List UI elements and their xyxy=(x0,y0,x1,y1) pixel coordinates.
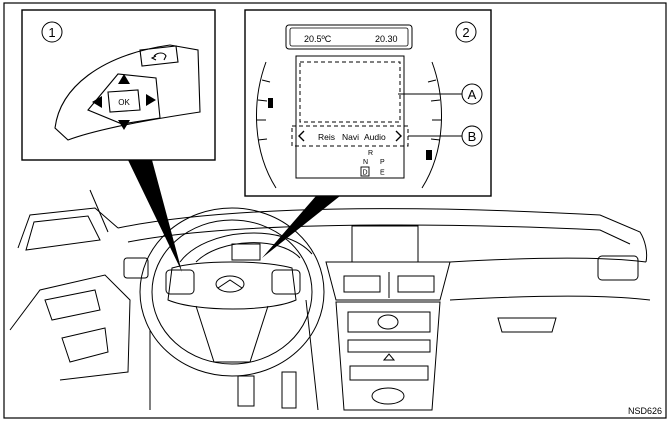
glovebox-handle xyxy=(497,317,557,333)
door-switch-panel xyxy=(61,327,109,363)
emblem-mark xyxy=(217,279,243,289)
door-panel xyxy=(9,274,131,381)
callout-b xyxy=(461,125,483,147)
gear-d-box xyxy=(360,166,370,177)
inset-two-callout xyxy=(455,21,477,43)
steering-spoke-lower xyxy=(195,305,269,363)
switch-bezel xyxy=(54,44,201,141)
steering-wheel-inner xyxy=(151,219,313,365)
back-arrow-icon xyxy=(150,52,167,61)
inset-two-number: 2 xyxy=(462,25,469,40)
ok-label: OK xyxy=(118,98,130,107)
side-mirror-window xyxy=(25,215,101,251)
callout-a xyxy=(461,83,483,105)
menu-left-chevron-icon xyxy=(298,130,305,142)
audio-panel xyxy=(347,311,431,333)
inset-one-number: 1 xyxy=(48,25,55,40)
gear-e: E xyxy=(380,170,385,177)
figure-frame xyxy=(3,2,667,419)
pillar-line xyxy=(89,189,109,233)
gear-p: P xyxy=(380,159,385,166)
callout-a-label: A xyxy=(468,87,477,102)
dash-passenger xyxy=(449,257,647,263)
a-pillar xyxy=(17,207,119,249)
right-gauge-arc xyxy=(421,61,442,189)
dash-lower-line xyxy=(449,295,651,301)
display-area-a xyxy=(299,61,401,123)
menu-right-chevron-icon xyxy=(395,130,402,142)
accelerator-pedal xyxy=(281,371,297,409)
dpad-outline xyxy=(87,73,161,125)
gear-r: R xyxy=(368,150,373,157)
hazard-button xyxy=(382,353,396,361)
dash-upper-panel xyxy=(127,224,631,245)
driver-vent xyxy=(123,257,149,279)
left-gauge-arc xyxy=(256,61,277,189)
audio-knob xyxy=(377,314,399,330)
up-arrow-icon xyxy=(118,74,130,84)
cluster-hood xyxy=(179,232,313,263)
center-vent-left xyxy=(343,275,381,293)
gauge-tick xyxy=(257,138,268,141)
gauge-needle-left xyxy=(268,98,273,108)
preset-buttons xyxy=(347,339,431,353)
clock-readout: 20.30 xyxy=(375,34,398,44)
gauge-tick xyxy=(430,99,441,102)
menu-item-reis: Reis xyxy=(318,132,335,142)
info-strip-inner xyxy=(289,27,409,47)
gear-d: D xyxy=(363,170,368,177)
right-steering-switch xyxy=(271,269,301,295)
right-arrow-icon xyxy=(146,94,156,106)
down-arrow-icon xyxy=(118,120,130,130)
inset-one-callout xyxy=(41,21,63,43)
cluster-face xyxy=(195,242,301,263)
menu-item-audio: Audio xyxy=(364,132,386,142)
center-display xyxy=(351,225,419,263)
gauge-tick xyxy=(257,99,268,102)
inset-steering-switch: 1 OK xyxy=(21,9,216,161)
gauge-needle-right xyxy=(426,150,432,160)
gear-n: N xyxy=(363,159,368,166)
menu-item-navi: Navi xyxy=(342,132,359,142)
gauge-tick xyxy=(427,79,437,83)
console-side xyxy=(305,299,319,411)
gauge-tick xyxy=(261,79,271,83)
steering-wheel-rim xyxy=(139,207,325,377)
left-steering-switch xyxy=(165,269,195,295)
left-arrow-icon xyxy=(92,96,102,108)
door-handle-area xyxy=(44,289,101,321)
vent-housing xyxy=(325,261,451,301)
display-body xyxy=(295,55,405,179)
temperature-readout: 20.5ºC xyxy=(304,34,332,44)
info-strip xyxy=(285,24,413,50)
emblem xyxy=(215,275,245,293)
pointer-to-meter xyxy=(262,196,340,258)
climate-knob xyxy=(371,387,405,405)
dashboard-illustration xyxy=(9,189,651,411)
cluster-display xyxy=(231,243,261,261)
dash-top-edge xyxy=(117,208,648,263)
passenger-vent xyxy=(597,255,639,281)
brake-pedal xyxy=(237,375,255,407)
ok-button xyxy=(107,89,141,113)
figure-code: NSD626 xyxy=(628,406,662,416)
climate-panel xyxy=(349,365,429,381)
center-vent-right xyxy=(397,275,435,293)
steering-hub xyxy=(167,261,297,310)
gauge-tick xyxy=(430,138,441,141)
inset-meter-display: 2 20.5ºC 20.30 Reis Navi Audio xyxy=(244,9,492,197)
center-stack xyxy=(335,301,441,411)
back-button xyxy=(139,45,179,67)
pointer-to-steering-switch xyxy=(128,160,182,272)
callout-b-label: B xyxy=(468,129,477,144)
